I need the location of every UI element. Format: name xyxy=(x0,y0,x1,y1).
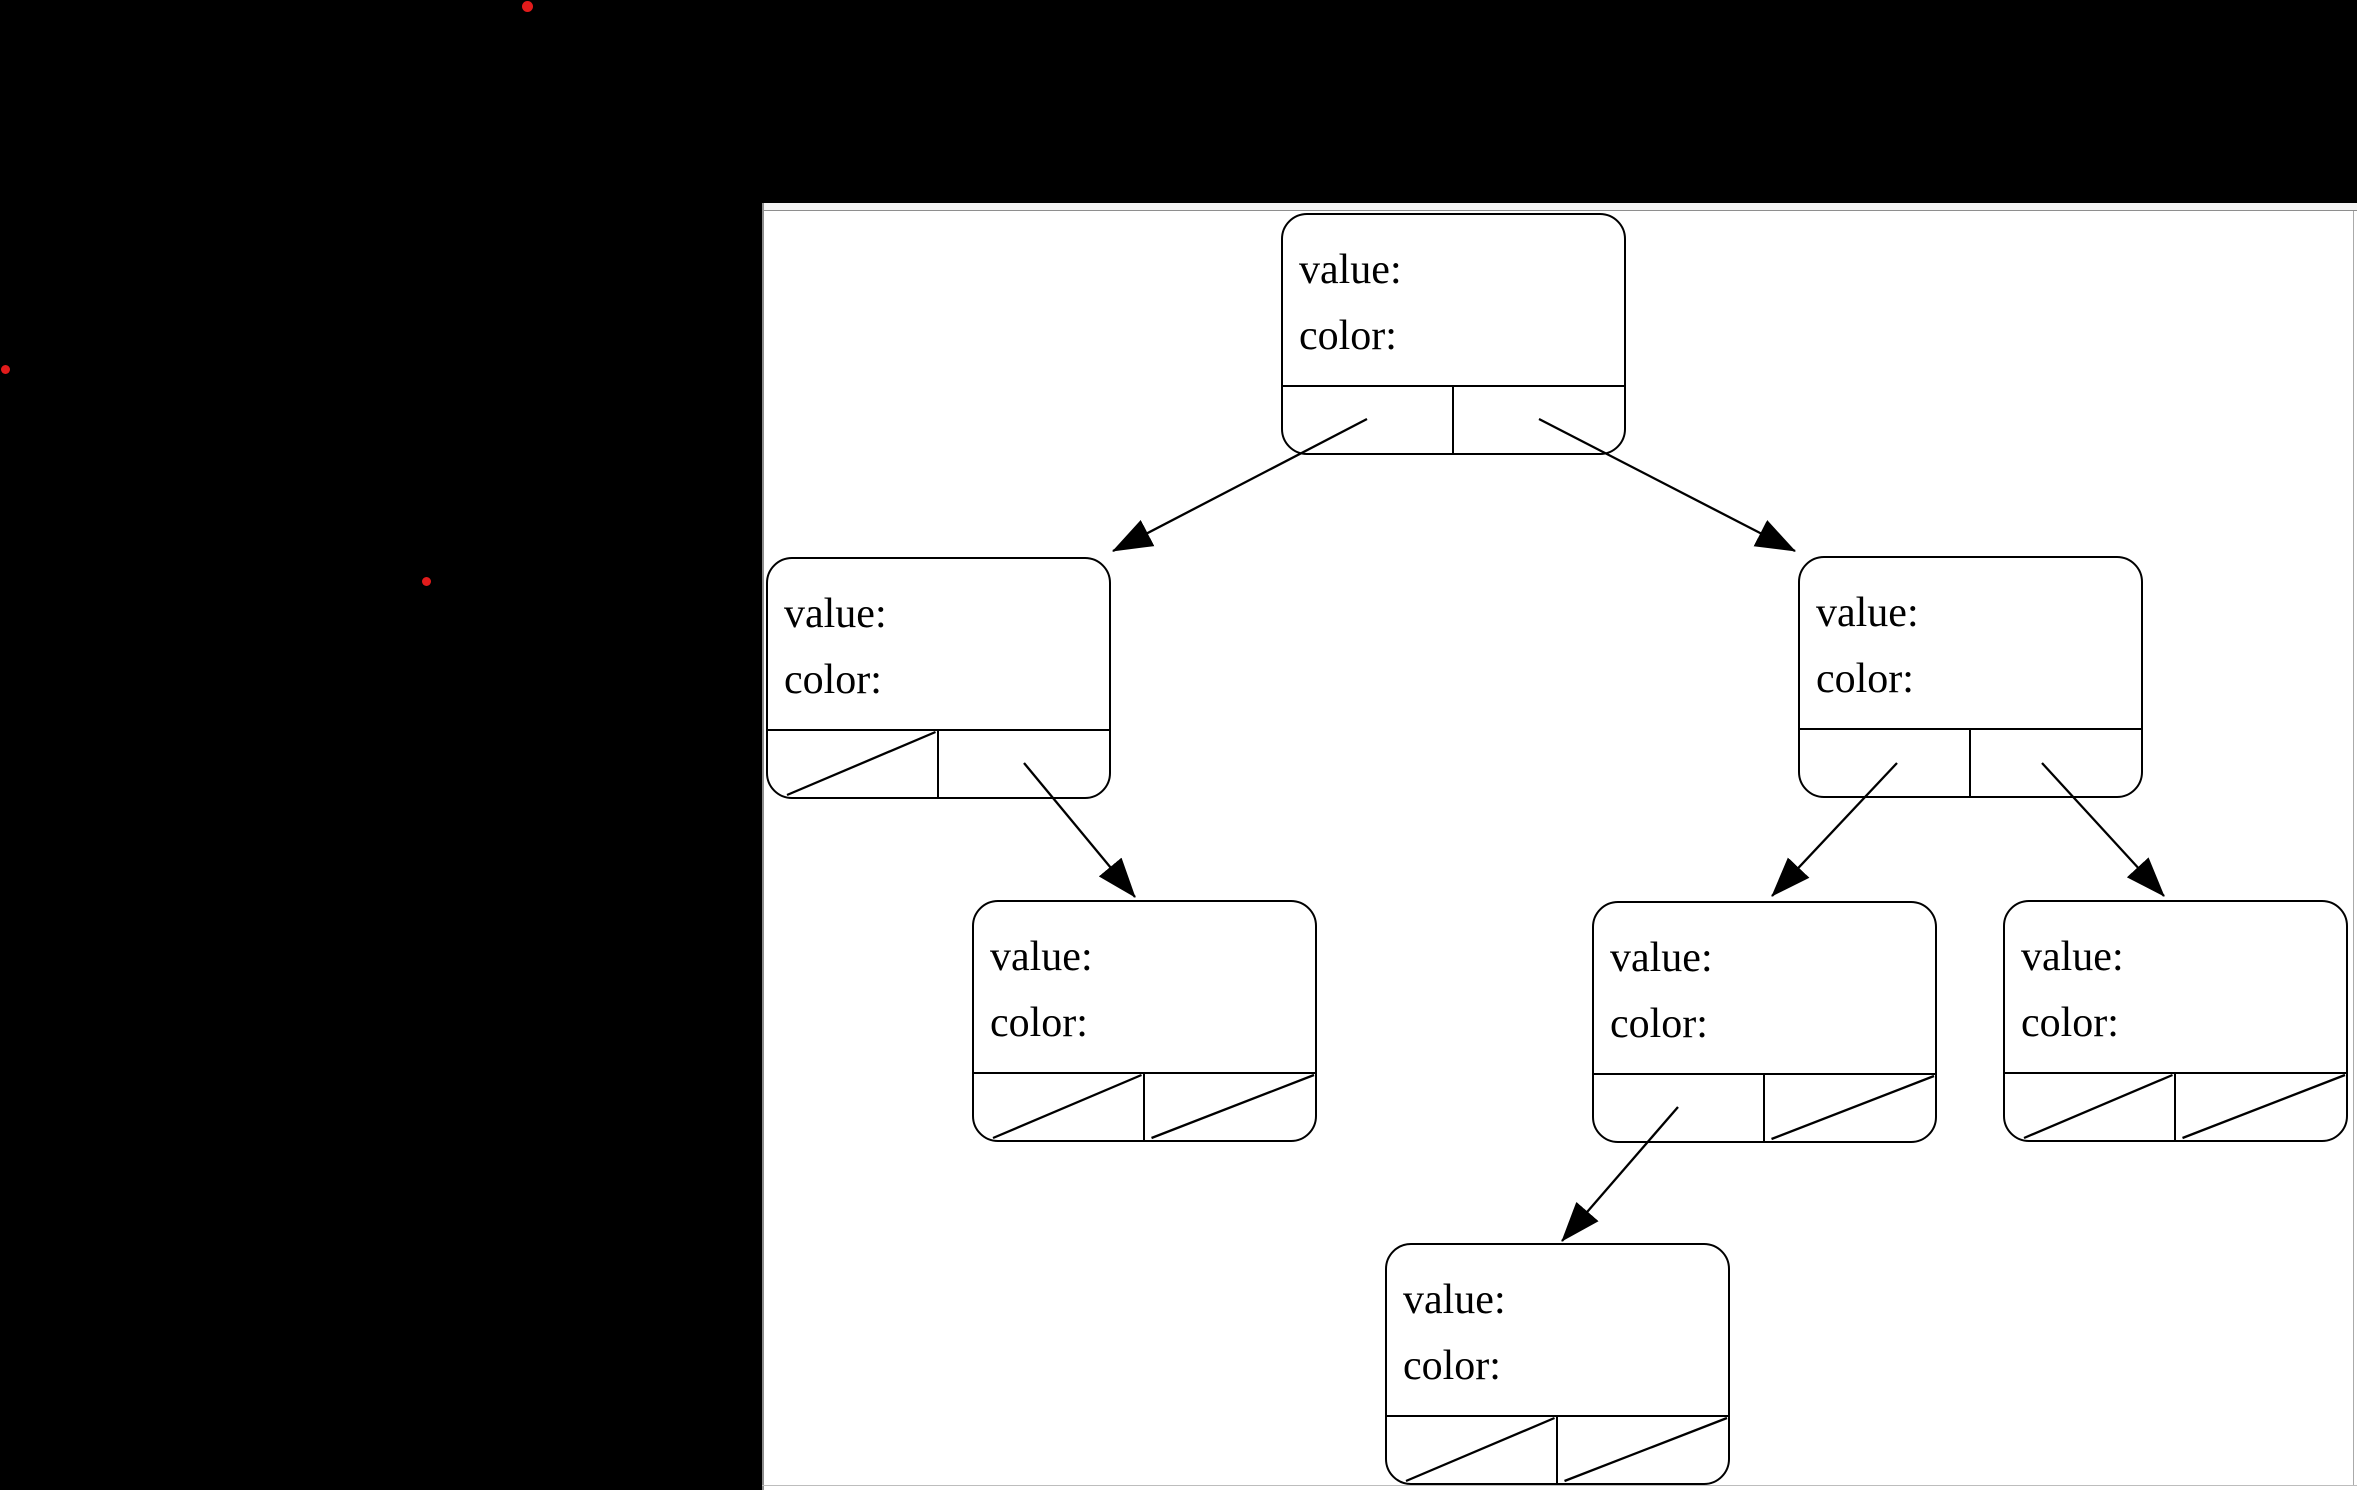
tree-node-root: value: color: xyxy=(1281,213,1626,455)
left-pointer-cell xyxy=(768,731,939,797)
right-pointer-cell xyxy=(939,731,1110,797)
node-value-label: value: xyxy=(1403,1277,1506,1323)
right-pointer-cell xyxy=(1145,1074,1316,1140)
right-pointer-cell xyxy=(1971,730,2142,796)
left-pointer-cell xyxy=(974,1074,1145,1140)
node-body: value: color: xyxy=(974,902,1315,1072)
red-dot-3 xyxy=(421,576,431,586)
left-pointer-cell xyxy=(1594,1075,1765,1141)
right-pointer-cell xyxy=(1765,1075,1936,1141)
node-pointer-row xyxy=(1800,728,2141,796)
node-color-label: color: xyxy=(1816,656,1914,702)
left-pointer-cell xyxy=(1387,1417,1558,1483)
node-body: value: color: xyxy=(768,559,1109,729)
node-value-label: value: xyxy=(784,591,887,637)
left-pointer-cell xyxy=(1283,387,1454,453)
right-pointer-cell xyxy=(1558,1417,1729,1483)
canvas-bottom-edge xyxy=(762,1484,2357,1486)
node-pointer-row xyxy=(768,729,1109,797)
tree-node-right-left-grandchild: value: color: xyxy=(1592,901,1937,1143)
red-dot-1 xyxy=(521,0,533,12)
left-pointer-cell xyxy=(2005,1074,2176,1140)
node-body: value: color: xyxy=(1800,558,2141,728)
node-body: value: color: xyxy=(2005,902,2346,1072)
node-value-label: value: xyxy=(2021,934,2124,980)
node-value-label: value: xyxy=(990,934,1093,980)
node-body: value: color: xyxy=(1387,1245,1728,1415)
node-value-label: value: xyxy=(1610,935,1713,981)
tree-node-bottom-node: value: color: xyxy=(1385,1243,1730,1485)
node-color-label: color: xyxy=(784,657,882,703)
tree-node-right-child: value: color: xyxy=(1798,556,2143,798)
tree-node-left-child: value: color: xyxy=(766,557,1111,799)
node-pointer-row xyxy=(1594,1073,1935,1141)
tree-node-left-right-grandchild: value: color: xyxy=(972,900,1317,1142)
left-pointer-cell xyxy=(1800,730,1971,796)
tree-node-right-right-grandchild: value: color: xyxy=(2003,900,2348,1142)
right-pointer-cell xyxy=(2176,1074,2347,1140)
canvas-right-edge xyxy=(2352,211,2354,1486)
node-value-label: value: xyxy=(1299,247,1402,293)
node-pointer-row xyxy=(1283,385,1624,453)
node-body: value: color: xyxy=(1594,903,1935,1073)
node-color-label: color: xyxy=(2021,1000,2119,1046)
red-dot-2 xyxy=(0,364,10,374)
canvas-top-edge xyxy=(762,203,2357,211)
node-value-label: value: xyxy=(1816,590,1919,636)
canvas-left-edge xyxy=(762,203,764,1490)
right-pointer-cell xyxy=(1454,387,1625,453)
node-pointer-row xyxy=(1387,1415,1728,1483)
node-color-label: color: xyxy=(1403,1343,1501,1389)
node-color-label: color: xyxy=(1610,1001,1708,1047)
node-color-label: color: xyxy=(990,1000,1088,1046)
node-body: value: color: xyxy=(1283,215,1624,385)
node-pointer-row xyxy=(974,1072,1315,1140)
node-color-label: color: xyxy=(1299,313,1397,359)
node-pointer-row xyxy=(2005,1072,2346,1140)
